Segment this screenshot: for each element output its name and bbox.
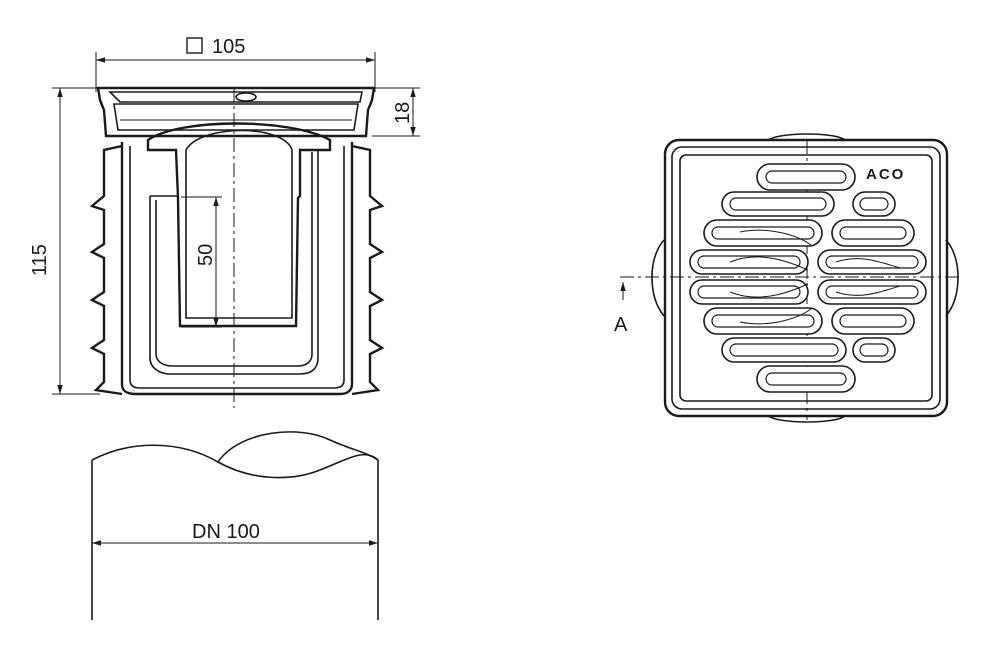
water-seal-label: 50: [195, 244, 217, 266]
width-label: 105: [212, 36, 245, 58]
grate-outer-frame: [663, 138, 949, 418]
section-marker: A: [614, 282, 628, 336]
drain-body: [120, 142, 354, 396]
brand-logo: ACO: [866, 166, 905, 183]
section-marker-label: A: [614, 314, 628, 336]
grate-inner-frame: [671, 146, 941, 410]
grate-plate: [679, 154, 933, 402]
grate-frame: [96, 86, 376, 138]
width-dimension: 105: [95, 36, 376, 92]
grate-depth-label: 18: [392, 102, 414, 124]
trap-bell: [146, 122, 332, 328]
height-dimension: 115: [29, 87, 100, 395]
outer-ribs-right: [351, 144, 385, 396]
square-symbol-icon: [186, 37, 203, 54]
top-view: ACO A: [614, 133, 960, 423]
outer-ribs-left: [89, 144, 123, 396]
section-view: 105 115 18 50: [29, 36, 420, 408]
pipe-view: DN 100: [91, 431, 379, 620]
water-seal-dimension: 50: [181, 196, 222, 328]
grate-depth-dimension: 18: [372, 87, 420, 137]
height-label: 115: [29, 244, 51, 276]
grate-slots: [689, 163, 927, 393]
pipe-label: DN 100: [192, 521, 260, 543]
